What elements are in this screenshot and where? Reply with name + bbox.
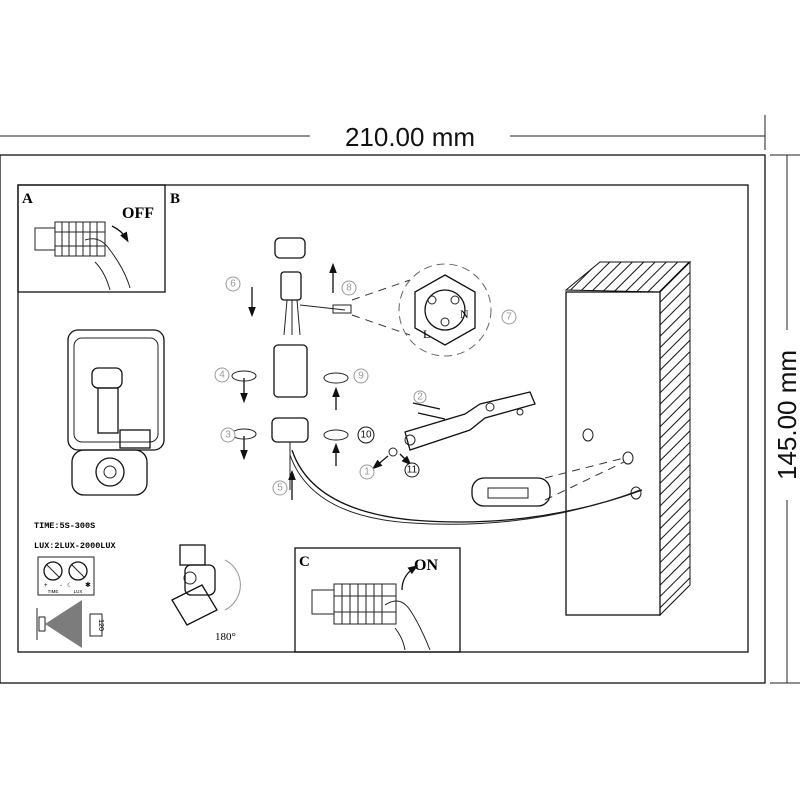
hand-icon bbox=[84, 238, 131, 291]
plus-label: + bbox=[44, 583, 48, 589]
detection-angle-label: 120 bbox=[97, 619, 104, 631]
hand-icon bbox=[384, 600, 431, 651]
panel-a-label: A bbox=[22, 191, 33, 207]
sun-icon: ✱ bbox=[85, 581, 91, 589]
inner-frame bbox=[17, 184, 749, 653]
svg-text:9: 9 bbox=[358, 371, 364, 382]
svg-text:7: 7 bbox=[506, 312, 512, 323]
panel-b-label: B bbox=[170, 191, 180, 207]
svg-text:8: 8 bbox=[346, 283, 352, 294]
callout-1: 1 bbox=[359, 464, 375, 480]
callout-6: 6 bbox=[225, 276, 241, 292]
rotation-angle-label: 180° bbox=[215, 631, 236, 643]
minus-label: - bbox=[60, 583, 62, 589]
mounting-bracket-drawing bbox=[372, 391, 536, 470]
callout-11: 11 bbox=[404, 462, 420, 478]
svg-text:10: 10 bbox=[360, 430, 372, 441]
svg-text:1: 1 bbox=[364, 467, 370, 478]
svg-text:2: 2 bbox=[417, 392, 423, 403]
terminal-detail-callout: L N bbox=[351, 263, 492, 357]
neutral-terminal-label: N bbox=[460, 307, 469, 321]
callout-3: 3 bbox=[220, 427, 236, 443]
floodlight-sensor-drawing bbox=[67, 329, 165, 496]
wall-plug-detail bbox=[471, 477, 551, 507]
svg-text:3: 3 bbox=[225, 430, 231, 441]
callout-2: 2 bbox=[413, 390, 427, 404]
terminal-block-icon bbox=[34, 221, 106, 257]
terminal-block-icon bbox=[311, 583, 397, 625]
lux-spec: LUX:2LUX-2000LUX bbox=[34, 541, 117, 551]
svg-text:11: 11 bbox=[407, 465, 418, 476]
time-dial-icon bbox=[43, 561, 63, 581]
on-arrow-icon bbox=[401, 565, 419, 591]
callout-5: 5 bbox=[272, 480, 288, 496]
panel-a: A OFF bbox=[17, 184, 166, 293]
callout-9: 9 bbox=[353, 368, 369, 384]
svg-text:5: 5 bbox=[277, 483, 283, 494]
lux-dial-icon bbox=[68, 561, 88, 581]
connector-assembly-drawing bbox=[231, 237, 643, 525]
callout-10: 10 bbox=[357, 426, 375, 444]
time-dial-label: TIME bbox=[48, 589, 59, 594]
panel-c: C ON bbox=[294, 547, 461, 653]
width-label: 210.00 mm bbox=[345, 122, 475, 152]
off-arrow-icon bbox=[111, 225, 129, 243]
off-label: OFF bbox=[122, 205, 154, 222]
callout-4: 4 bbox=[214, 367, 230, 383]
svg-text:6: 6 bbox=[230, 279, 236, 290]
panel-c-label: C bbox=[299, 554, 310, 570]
svg-text:4: 4 bbox=[219, 370, 225, 381]
sensor-rotation-drawing: 180° bbox=[171, 544, 241, 643]
callout-7: 7 bbox=[501, 309, 517, 325]
wall-drawing bbox=[471, 260, 692, 617]
outer-frame bbox=[0, 154, 766, 684]
detection-fan-icon: 120 bbox=[36, 600, 104, 648]
on-label: ON bbox=[414, 557, 438, 574]
callout-8: 8 bbox=[341, 280, 357, 296]
time-spec: TIME:5S-300S bbox=[34, 521, 95, 531]
moon-icon: ☾ bbox=[67, 582, 72, 589]
live-terminal-label: L bbox=[423, 327, 430, 341]
adjustment-dials: + - ☾ ✱ TIME LUX bbox=[37, 556, 95, 596]
height-dimension: 145.00 mm bbox=[770, 154, 800, 684]
height-label: 145.00 mm bbox=[772, 350, 800, 480]
width-dimension: 210.00 mm bbox=[0, 115, 766, 152]
lux-dial-label: LUX bbox=[74, 589, 83, 594]
